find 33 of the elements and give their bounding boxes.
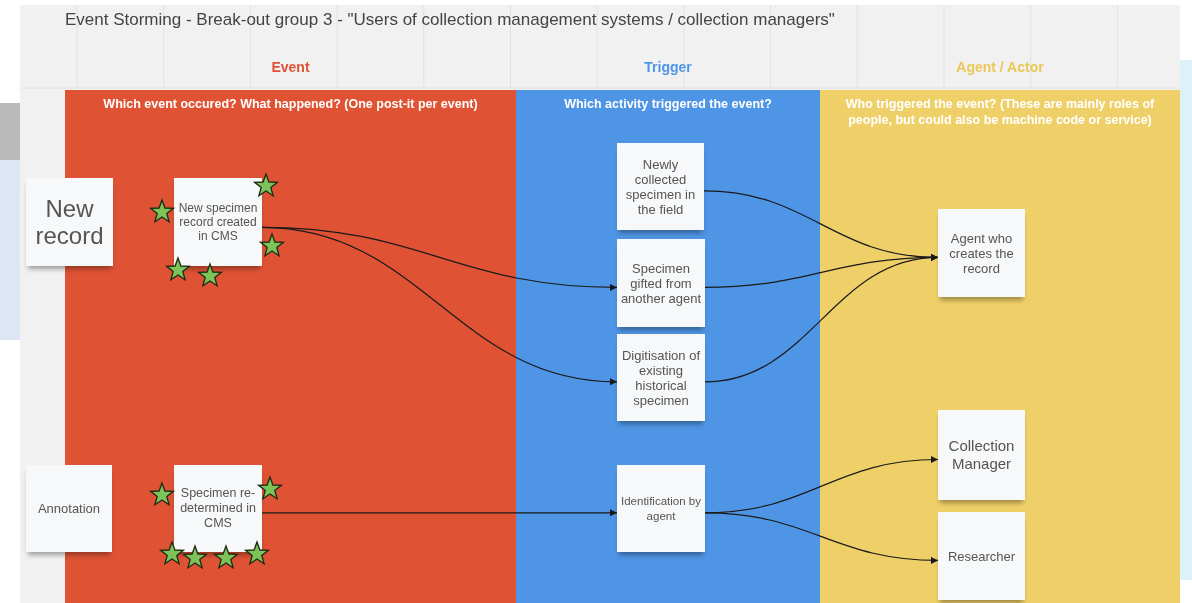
note-text: Specimen gifted from another agent <box>619 260 703 306</box>
sticky-note <box>617 239 705 327</box>
note-text: New record <box>34 195 105 249</box>
note-text: Newly collected specimen in the field <box>624 156 697 217</box>
column-question: Which event occured? What happened? (One post-it per event) <box>102 96 479 112</box>
sticky-note <box>938 512 1025 600</box>
column-question: Who triggered the event? (These are mainly roles of people, but could also be machine code or service) <box>844 96 1156 128</box>
sticky-note <box>26 465 112 552</box>
note-text: New specimen record created in CMS <box>177 201 259 243</box>
note-text: Identification by agent <box>620 493 702 524</box>
note-text: Annotation <box>36 501 102 516</box>
arrow <box>704 254 939 383</box>
column-question: Which activity triggered the event? <box>563 96 773 112</box>
arrow <box>704 512 939 564</box>
column-heading: Event <box>270 59 311 75</box>
column-heading: Trigger <box>643 59 693 75</box>
arrow <box>261 509 618 517</box>
note-text: Digitisation of existing historical specimen <box>620 347 701 408</box>
diagram-title: Event Storming - Break-out group 3 - "Users of collection management systems / collection managers" <box>65 10 835 30</box>
sticky-note <box>617 143 704 230</box>
note-text: Researcher <box>946 548 1017 564</box>
sticky-note <box>617 334 705 421</box>
arrow <box>261 226 618 385</box>
column-heading: Agent / Actor <box>955 59 1045 75</box>
sticky-note <box>174 178 262 266</box>
sticky-note <box>938 410 1025 500</box>
note-text: Specimen re-determined in CMS <box>179 486 257 531</box>
sticky-note <box>938 209 1025 297</box>
sticky-note <box>617 465 705 552</box>
note-text: Collection Manager <box>947 437 1016 473</box>
note-text: Agent who creates the record <box>948 230 1015 276</box>
sticky-note <box>26 178 113 266</box>
sticky-note <box>174 465 262 552</box>
